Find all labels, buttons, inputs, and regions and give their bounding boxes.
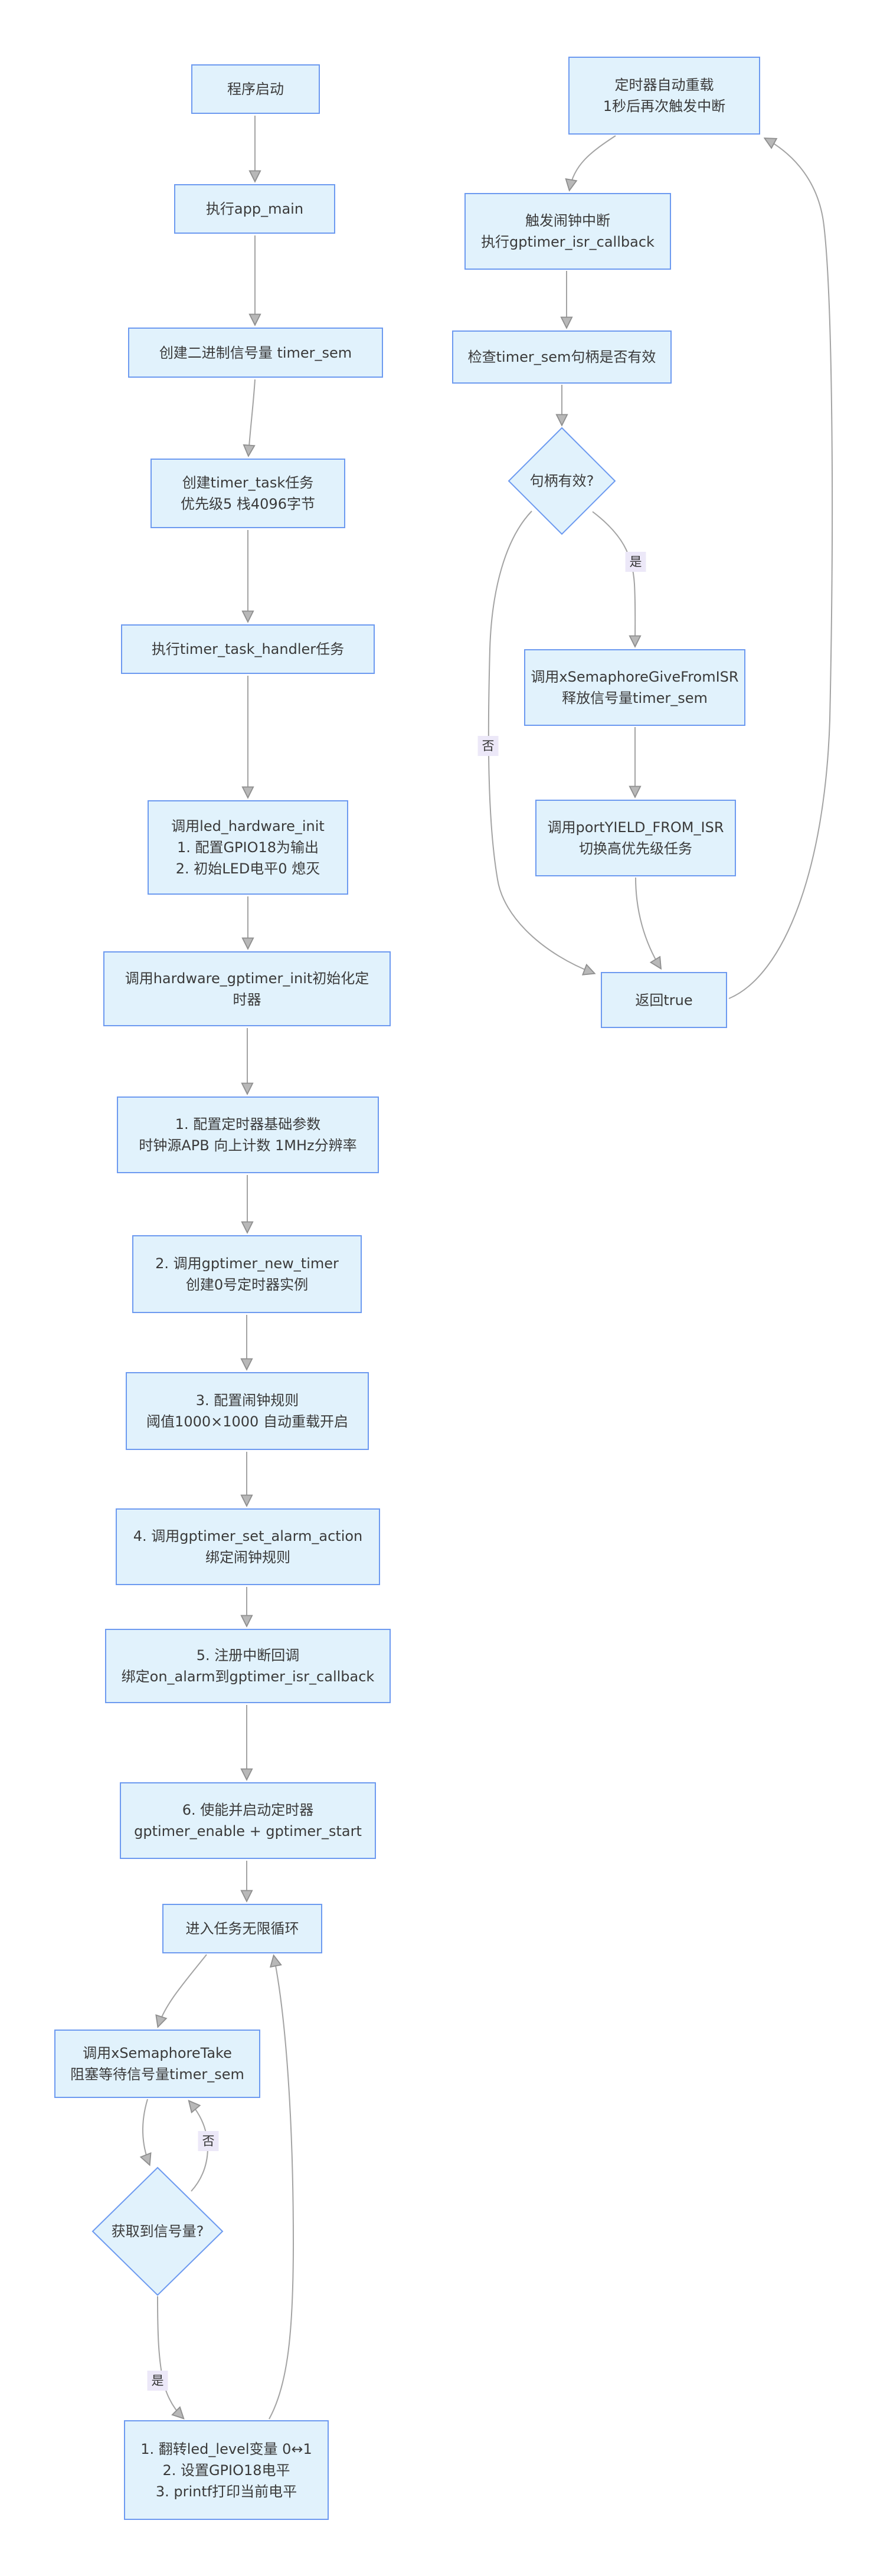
node-line: 调用xSemaphoreTake [83, 2045, 232, 2061]
node-line: 绑定on_alarm到gptimer_isr_callback [121, 1668, 375, 1685]
edge-semtake-gotsem [143, 2099, 149, 2164]
node-line: 创建0号定时器实例 [185, 1276, 309, 1293]
node-enable-start-timer: 6. 使能并启动定时器 gptimer_enable + gptimer_sta… [120, 1782, 376, 1859]
node-config-timer-base-params: 1. 配置定时器基础参数 时钟源APB 向上计数 1MHz分辨率 [117, 1096, 379, 1173]
node-line: 3. 配置闹钟规则 [195, 1392, 299, 1409]
node-line: 检查timer_sem句柄是否有效 [467, 349, 656, 365]
edge-yield-return [635, 877, 660, 968]
decision-got-semaphore-shape [91, 2166, 224, 2296]
node-xsemaphore-give-from-isr: 调用xSemaphoreGiveFromISR 释放信号量timer_sem [524, 649, 745, 726]
edge-label-no: 否 [477, 736, 499, 756]
node-line: 1. 配置GPIO18为输出 [176, 839, 319, 856]
node-line: 触发闹钟中断 [525, 212, 610, 229]
node-line: 调用xSemaphoreGiveFromISR [531, 669, 739, 685]
node-line: 阈值1000×1000 自动重载开启 [146, 1413, 348, 1430]
edge-createsem-createtask [248, 379, 256, 455]
node-create-binary-semaphore: 创建二进制信号量 timer_sem [128, 328, 383, 378]
node-line: 1秒后再次触发中断 [603, 98, 726, 114]
node-register-isr-callback: 5. 注册中断回调 绑定on_alarm到gptimer_isr_callbac… [105, 1629, 391, 1703]
node-line: 执行timer_task_handler任务 [151, 641, 345, 657]
node-line: 调用portYIELD_FROM_ISR [547, 819, 724, 836]
edge-taskloop-semtake [158, 1954, 207, 2026]
node-line: 程序启动 [227, 81, 284, 97]
node-line: 阻塞等待信号量timer_sem [70, 2066, 244, 2083]
node-run-timer-task-handler: 执行timer_task_handler任务 [121, 624, 375, 674]
node-line: 5. 注册中断回调 [196, 1647, 300, 1664]
node-line: 2. 设置GPIO18电平 [162, 2462, 290, 2479]
node-timer-auto-reload: 定时器自动重载 1秒后再次触发中断 [568, 57, 760, 135]
node-line: 返回true [635, 991, 693, 1009]
node-line: 2. 调用gptimer_new_timer [155, 1255, 339, 1272]
node-line: 切换高优先级任务 [579, 840, 692, 857]
node-gptimer-new-timer: 2. 调用gptimer_new_timer 创建0号定时器实例 [132, 1235, 362, 1313]
node-line: 2. 初始LED电平0 熄灭 [175, 860, 320, 877]
node-check-timer-sem-handle: 检查timer_sem句柄是否有效 [452, 330, 672, 384]
node-line: 进入任务无限循环 [185, 1920, 299, 1937]
node-line: 调用hardware_gptimer_init初始化定 [125, 970, 369, 987]
node-return-true: 返回true [601, 972, 727, 1028]
edge-return-reload-loop [728, 139, 833, 999]
node-line: 创建二进制信号量 timer_sem [159, 344, 352, 361]
edge-reload-isr [570, 135, 616, 189]
node-line: 释放信号量timer_sem [562, 690, 708, 706]
node-line: 6. 使能并启动定时器 [182, 1802, 314, 1818]
node-create-timer-task: 创建timer_task任务 优先级5 栈4096字节 [150, 459, 345, 528]
node-hardware-gptimer-init: 调用hardware_gptimer_init初始化定 时器 [103, 951, 391, 1026]
node-line: 执行gptimer_isr_callback [481, 234, 655, 250]
node-line: 时钟源APB 向上计数 1MHz分辨率 [139, 1137, 357, 1154]
node-xsemaphore-take: 调用xSemaphoreTake 阻塞等待信号量timer_sem [54, 2030, 260, 2098]
edge-valid-return-no [487, 510, 594, 973]
node-line: 执行app_main [205, 201, 304, 217]
decision-handle-valid-shape [508, 427, 616, 535]
node-alarm-interrupt-isr: 触发闹钟中断 执行gptimer_isr_callback [464, 193, 671, 270]
node-line: 3. printf打印当前电平 [155, 2483, 297, 2500]
edge-valid-give-yes [592, 511, 635, 646]
node-led-hardware-init: 调用led_hardware_init 1. 配置GPIO18为输出 2. 初始… [148, 800, 348, 895]
edge-label-yes: 是 [147, 2371, 168, 2391]
decision-got-semaphore: 获取到信号量? [93, 2168, 222, 2295]
node-line: 定时器自动重载 [614, 77, 714, 93]
node-line: 优先级5 栈4096字节 [181, 496, 315, 512]
node-line: 时器 [233, 991, 261, 1008]
node-line: 创建timer_task任务 [182, 474, 314, 491]
node-run-app-main: 执行app_main [174, 184, 335, 234]
edge-gotsem-toggle-yes [157, 2296, 183, 2418]
decision-handle-valid: 句柄有效? [509, 428, 615, 534]
edge-toggle-taskloop-loop [269, 1956, 295, 2420]
node-line: 获取到信号量? [111, 2223, 204, 2240]
node-line: 调用led_hardware_init [171, 818, 325, 834]
node-line: 4. 调用gptimer_set_alarm_action [133, 1528, 363, 1544]
node-line: 句柄有效? [529, 473, 594, 489]
node-gptimer-set-alarm-action: 4. 调用gptimer_set_alarm_action 绑定闹钟规则 [116, 1508, 380, 1585]
node-enter-infinite-loop: 进入任务无限循环 [162, 1904, 322, 1953]
node-port-yield-from-isr: 调用portYIELD_FROM_ISR 切换高优先级任务 [535, 800, 736, 876]
node-config-alarm-rule: 3. 配置闹钟规则 阈值1000×1000 自动重载开启 [126, 1372, 369, 1450]
node-line: 绑定闹钟规则 [205, 1549, 290, 1566]
node-toggle-led-level: 1. 翻转led_level变量 0↔1 2. 设置GPIO18电平 3. pr… [124, 2420, 329, 2520]
node-line: 1. 翻转led_level变量 0↔1 [140, 2440, 312, 2457]
node-line: 1. 配置定时器基础参数 [175, 1116, 321, 1132]
edge-label-no: 否 [198, 2131, 219, 2151]
node-line: gptimer_enable + gptimer_start [134, 1823, 362, 1839]
node-program-start: 程序启动 [191, 64, 320, 114]
edge-label-yes: 是 [625, 552, 646, 572]
